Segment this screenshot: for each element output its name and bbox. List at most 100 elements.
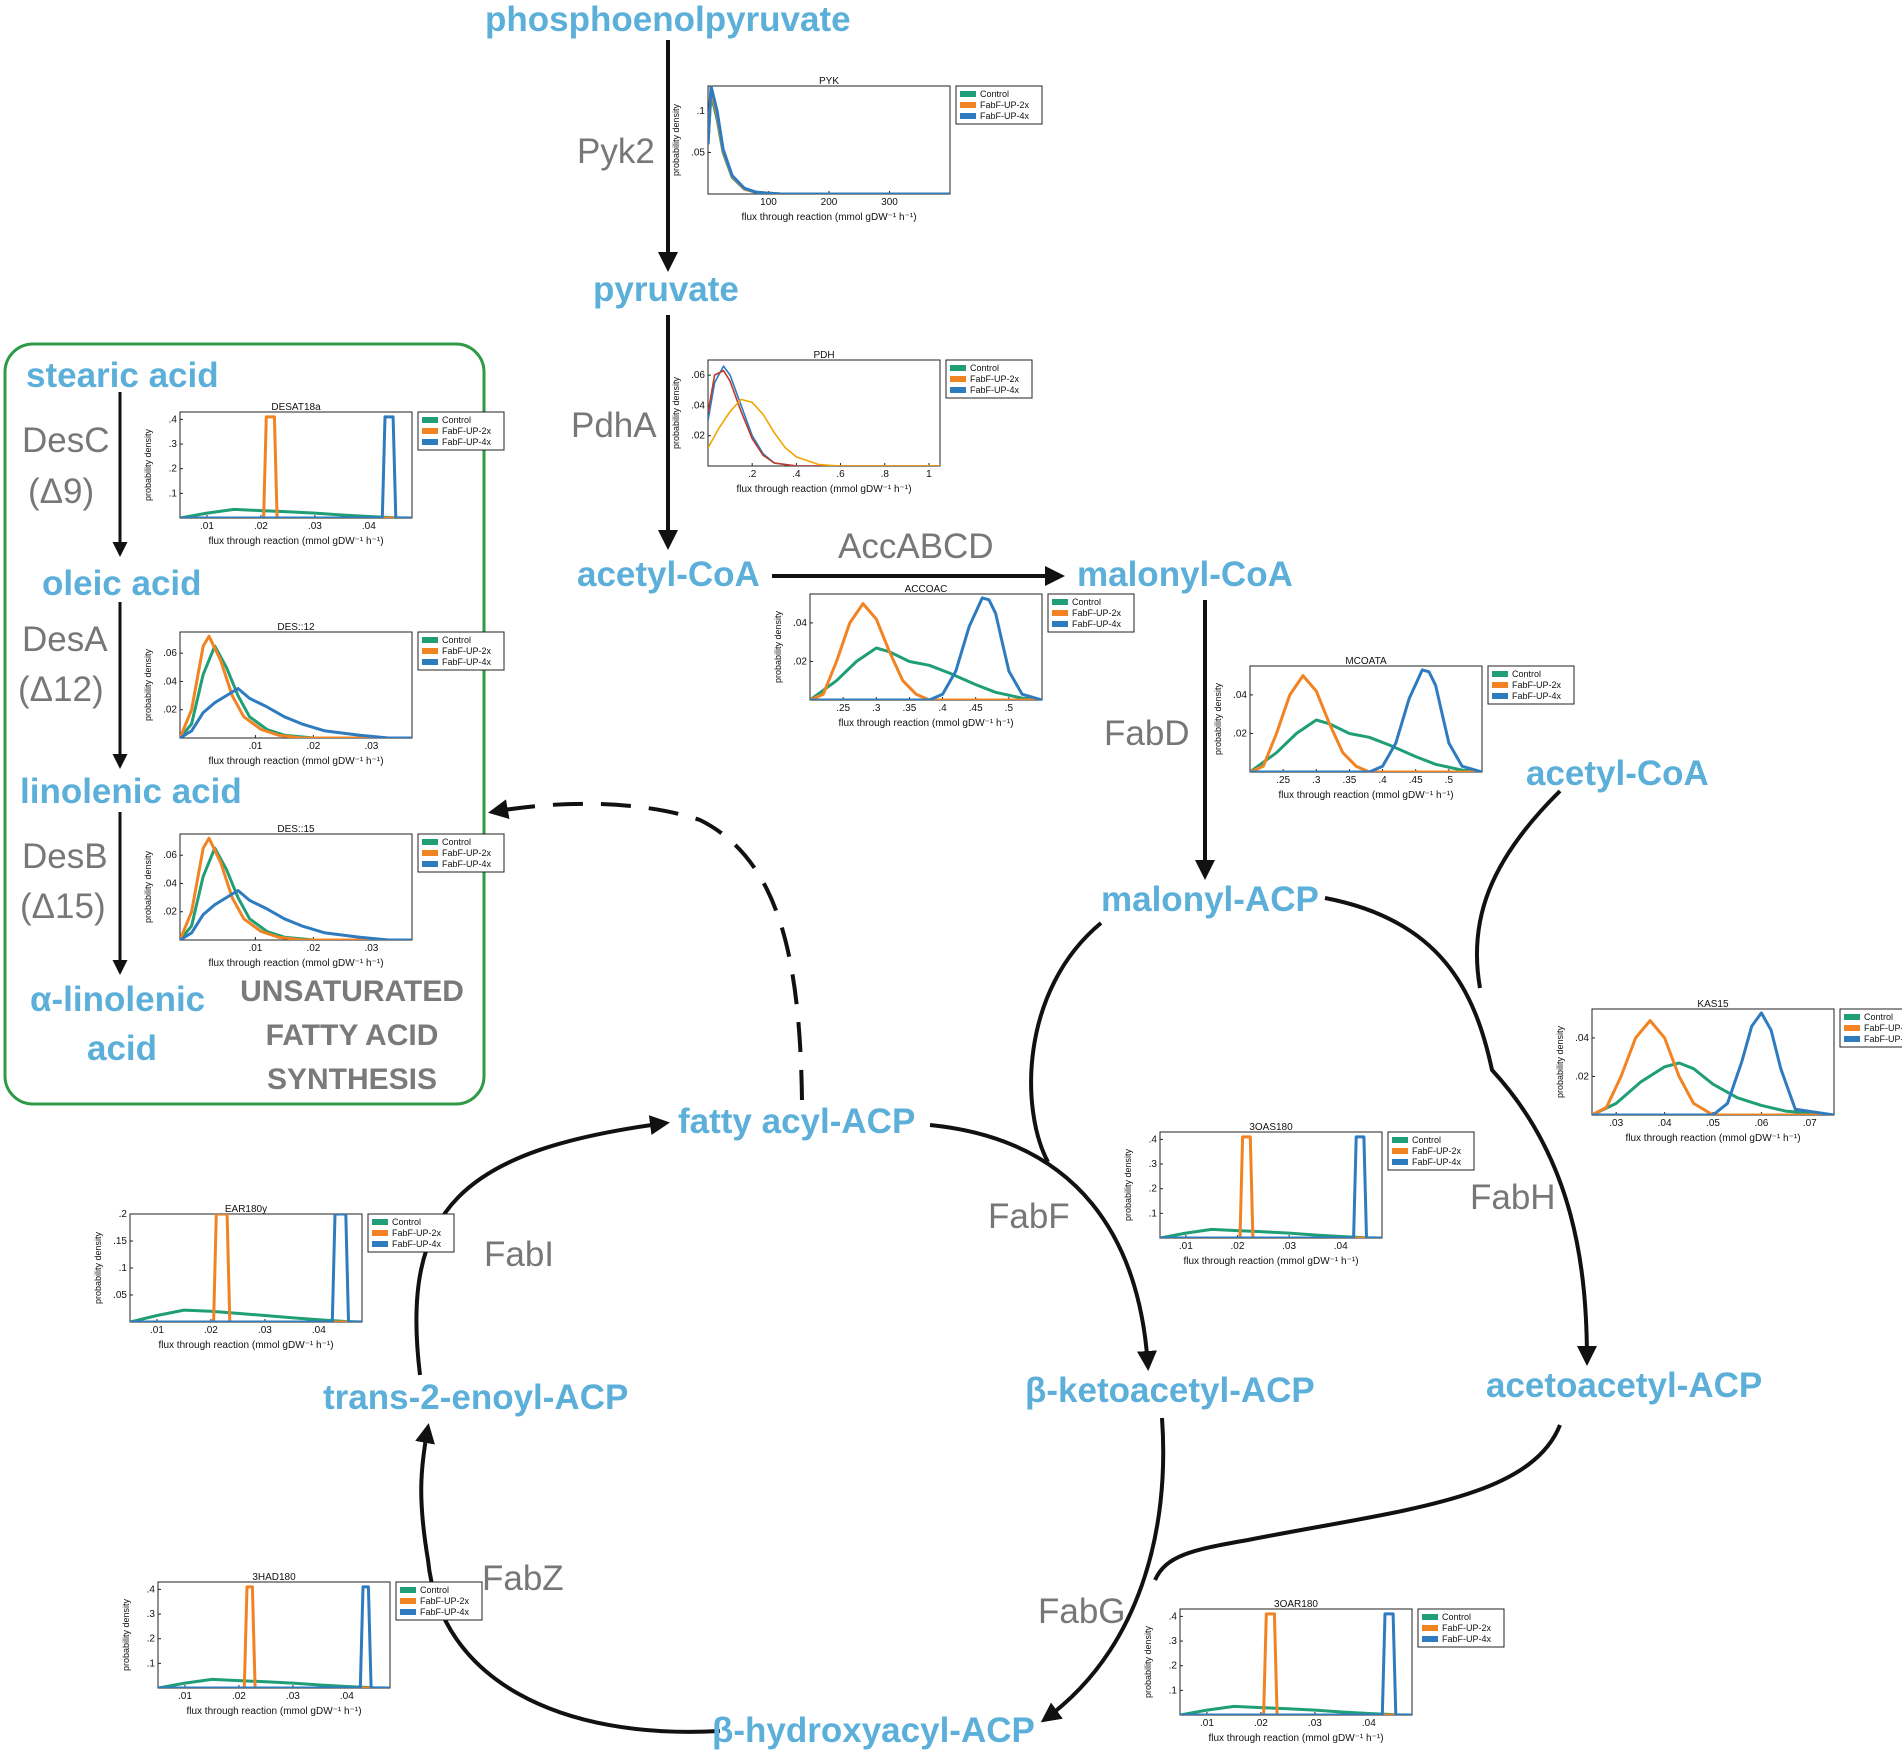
series-line xyxy=(1592,1061,1834,1115)
legend-swatch xyxy=(372,1230,388,1236)
legend-swatch xyxy=(1492,682,1508,688)
y-tick-label: .1 xyxy=(169,488,178,499)
series-line xyxy=(1180,1612,1412,1715)
x-tick-label: .04 xyxy=(1334,1241,1348,1252)
x-tick-label: .04 xyxy=(1658,1118,1672,1129)
enzyme-desb-delta: (Δ15) xyxy=(20,887,106,926)
x-tick-label: .45 xyxy=(1409,775,1423,786)
y-tick-label: .06 xyxy=(163,648,177,659)
y-tick-label: .02 xyxy=(163,705,177,716)
series-line xyxy=(180,836,412,940)
legend-swatch xyxy=(400,1609,416,1615)
series-line xyxy=(810,602,1042,700)
legend-label: FabF-UP-4x xyxy=(1442,1634,1492,1644)
x-axis-label: flux through reaction (mmol gDW⁻¹ h⁻¹) xyxy=(208,536,383,547)
x-tick-label: .04 xyxy=(340,1691,354,1702)
y-tick-label: .4 xyxy=(147,1584,156,1595)
x-tick-label: .4 xyxy=(938,703,947,714)
y-tick-label: .2 xyxy=(1149,1184,1158,1195)
enzyme-desb: DesB xyxy=(22,837,108,876)
series-line xyxy=(158,1585,390,1688)
legend-swatch xyxy=(422,648,438,654)
x-tick-label: .01 xyxy=(178,1691,192,1702)
arrow-fabf xyxy=(929,1123,1157,1371)
y-tick-label: .4 xyxy=(1169,1611,1178,1622)
legend-label: FabF-UP-4x xyxy=(1864,1034,1902,1044)
chart-title: DES::15 xyxy=(277,824,315,835)
legend-swatch xyxy=(1052,621,1068,627)
enzyme-accabcd: AccABCD xyxy=(838,527,994,566)
y-axis-label: probability density xyxy=(1143,1625,1153,1698)
series-line xyxy=(1160,1135,1382,1238)
unsaturated-fa-box xyxy=(3,342,486,1106)
metabolite-phosphoenolpyruvate: phosphoenolpyruvate xyxy=(485,0,851,39)
series-line xyxy=(1592,1019,1834,1115)
legend-label: FabF-UP-2x xyxy=(1864,1023,1902,1033)
y-tick-label: .02 xyxy=(163,907,177,918)
y-tick-label: .04 xyxy=(1575,1033,1589,1044)
legend-label: Control xyxy=(980,89,1009,99)
x-tick-label: .5 xyxy=(1445,775,1454,786)
y-axis-label: probability density xyxy=(1213,682,1223,755)
legend-label: FabF-UP-4x xyxy=(980,111,1030,121)
x-tick-label: .6 xyxy=(836,469,845,480)
y-axis-label: probability density xyxy=(93,1231,103,1304)
series-line xyxy=(708,398,940,466)
legend-swatch xyxy=(960,102,976,108)
y-tick-label: .4 xyxy=(169,414,178,425)
x-tick-label: .3 xyxy=(872,703,881,714)
y-tick-label: .04 xyxy=(793,618,807,629)
y-axis-label: probability density xyxy=(671,376,681,449)
x-tick-label: .02 xyxy=(204,1325,218,1336)
metabolite-acetyl-coa-2: acetyl-CoA xyxy=(1526,754,1709,793)
y-tick-label: .04 xyxy=(691,400,705,411)
legend-swatch xyxy=(1422,1625,1438,1631)
legend-swatch xyxy=(372,1219,388,1225)
metabolite-fatty-acyl-acp: fatty acyl-ACP xyxy=(678,1102,916,1141)
enzyme-fabi: FabI xyxy=(484,1235,555,1274)
x-tick-label: .25 xyxy=(836,703,850,714)
x-tick-label: .06 xyxy=(1754,1118,1768,1129)
y-tick-label: .04 xyxy=(163,676,177,687)
y-axis-label: probability density xyxy=(1123,1148,1133,1221)
x-axis-label: flux through reaction (mmol gDW⁻¹ h⁻¹) xyxy=(838,718,1013,729)
legend-label: FabF-UP-2x xyxy=(442,646,492,656)
plot-frame xyxy=(707,359,941,467)
legend-label: Control xyxy=(392,1217,421,1227)
arrow-dashed-to-unsaturated xyxy=(488,799,804,1101)
y-tick-label: .06 xyxy=(691,370,705,381)
plot-frame xyxy=(1159,1131,1383,1239)
legend-label: Control xyxy=(442,635,471,645)
x-axis-label: flux through reaction (mmol gDW⁻¹ h⁻¹) xyxy=(208,958,383,969)
enzyme-pyk2: Pyk2 xyxy=(577,132,655,171)
chart-title: MCOATA xyxy=(1345,656,1387,667)
x-tick-label: .01 xyxy=(1200,1718,1214,1729)
legend-label: Control xyxy=(1864,1012,1893,1022)
legend-swatch xyxy=(960,91,976,97)
legend-label: FabF-UP-2x xyxy=(420,1596,470,1606)
chart-title: 3HAD180 xyxy=(252,1572,296,1583)
y-tick-label: .02 xyxy=(1233,728,1247,739)
x-tick-label: .35 xyxy=(902,703,916,714)
y-tick-label: .02 xyxy=(691,431,705,442)
legend-label: FabF-UP-2x xyxy=(970,374,1020,384)
x-tick-label: 200 xyxy=(821,197,838,208)
legend-swatch xyxy=(1844,1014,1860,1020)
x-axis-label: flux through reaction (mmol gDW⁻¹ h⁻¹) xyxy=(1183,1256,1358,1267)
legend-label: FabF-UP-2x xyxy=(442,426,492,436)
metabolite-malonyl-coa: malonyl-CoA xyxy=(1077,555,1293,594)
legend-swatch xyxy=(1392,1137,1408,1143)
series-line xyxy=(1160,1135,1382,1238)
y-tick-label: .1 xyxy=(1149,1208,1158,1219)
chart-title: KAS15 xyxy=(1697,999,1729,1010)
legend-swatch xyxy=(950,365,966,371)
x-tick-label: .03 xyxy=(308,521,322,532)
series-line xyxy=(1250,668,1482,772)
x-tick-label: .02 xyxy=(306,943,320,954)
series-line xyxy=(708,369,940,466)
enzyme-desa-delta: (Δ12) xyxy=(18,670,104,709)
arrow-fabh xyxy=(1324,896,1597,1366)
